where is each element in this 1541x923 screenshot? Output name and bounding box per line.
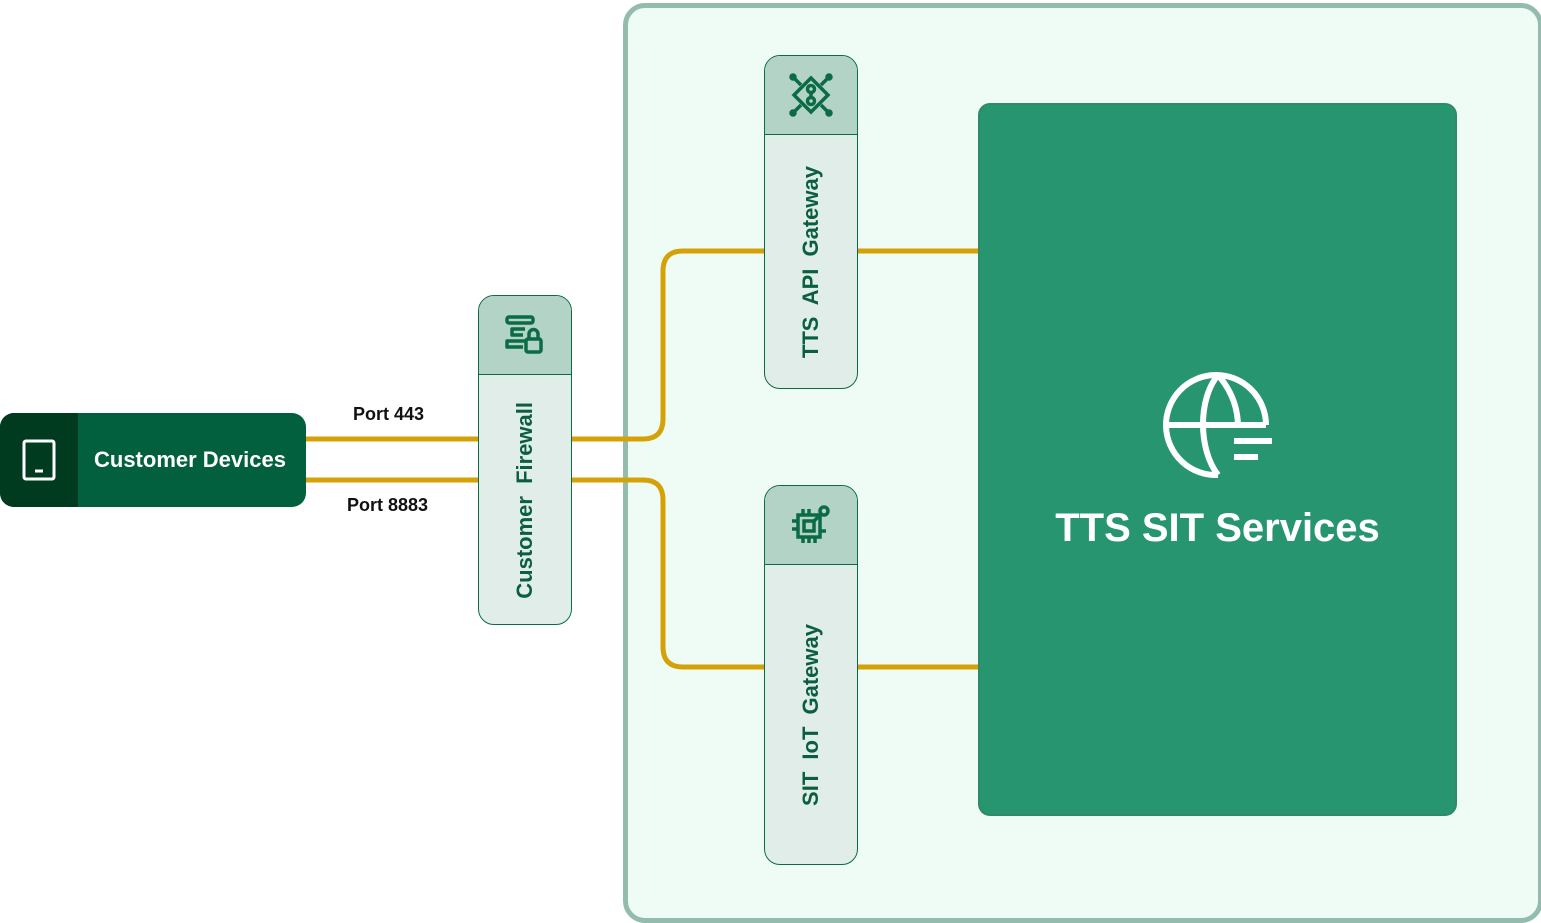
port-443-label: Port 443 <box>353 404 425 424</box>
tts-sit-services-node[interactable]: TTS SIT Services <box>978 103 1457 816</box>
iot-chip-icon <box>765 486 857 565</box>
api-gateway-icon <box>765 56 857 135</box>
connector-firewall-iot <box>571 477 765 670</box>
iot-gateway-label: SIT IoT Gateway <box>798 624 823 806</box>
connector-firewall-api <box>571 248 765 442</box>
tts-sit-services-label: TTS SIT Services <box>1055 505 1380 550</box>
api-gateway-node[interactable]: TTS API Gateway <box>764 55 858 389</box>
tablet-icon <box>0 413 78 507</box>
customer-devices-node[interactable]: Customer Devices <box>0 413 306 507</box>
globe-icon <box>1162 369 1274 486</box>
customer-devices-label: Customer Devices <box>94 447 286 472</box>
iot-gateway-node[interactable]: SIT IoT Gateway <box>764 485 858 865</box>
api-gateway-label: TTS API Gateway <box>798 165 823 359</box>
port-8883-label: Port 8883 <box>347 495 429 515</box>
customer-firewall-label: Customer Firewall <box>512 401 537 599</box>
customer-firewall-node[interactable]: Customer Firewall <box>478 295 572 625</box>
firewall-lock-icon <box>479 296 571 375</box>
